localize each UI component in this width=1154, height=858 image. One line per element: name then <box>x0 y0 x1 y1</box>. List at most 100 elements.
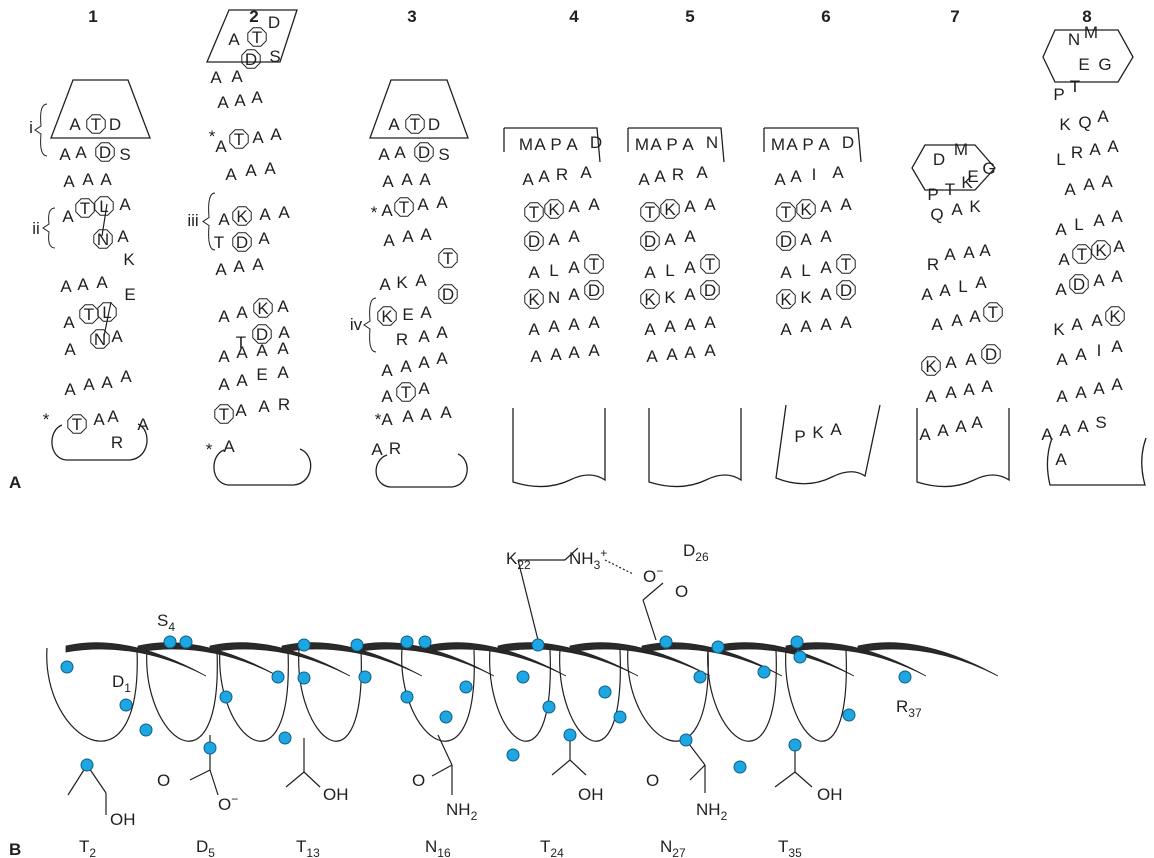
residue-A: A <box>75 143 87 162</box>
residue-A: A <box>820 285 832 304</box>
residue-label-sub: 16 <box>437 846 451 858</box>
atom-marker <box>60 660 74 674</box>
residue-M: M <box>635 135 649 154</box>
residue-A: A <box>210 68 222 87</box>
residue-L: L <box>958 277 967 296</box>
residue-A: A <box>538 167 550 186</box>
residue-A: A <box>548 317 560 336</box>
residue-A: A <box>969 307 981 326</box>
residue-A: A <box>100 170 112 189</box>
residue-D: D <box>842 133 854 152</box>
residue-G: G <box>982 159 995 178</box>
residue-T: T <box>72 415 82 434</box>
octagon-highlight <box>247 27 267 47</box>
residue-A: A <box>378 145 390 164</box>
helix-backbone-loop <box>298 647 362 742</box>
atom-marker <box>788 738 802 752</box>
residue-A: A <box>780 263 792 282</box>
residue-K: K <box>528 290 540 309</box>
residue-A: A <box>402 227 414 246</box>
residue-A: A <box>1058 250 1070 269</box>
residue-T: T <box>401 383 411 402</box>
helix-backbone-loop <box>785 647 847 742</box>
residue-N: N <box>97 230 109 249</box>
octagon-highlight <box>544 199 564 219</box>
residue-A: A <box>566 135 578 154</box>
column-number: 3 <box>407 7 416 26</box>
residue-A: A <box>381 387 393 406</box>
label-r37: R37 <box>896 697 922 720</box>
octagon-highlight <box>75 198 95 218</box>
residue-K: K <box>961 173 973 192</box>
residue-D: D <box>428 115 440 134</box>
residue-T: T <box>80 199 90 218</box>
residue-A: A <box>820 197 832 216</box>
residue-A: A <box>233 257 245 276</box>
residue-A: A <box>64 380 76 399</box>
atom-marker <box>139 723 153 737</box>
column-number: 5 <box>685 7 694 26</box>
residue-A: A <box>963 380 975 399</box>
segment-bracket <box>34 103 48 157</box>
atom-marker <box>506 748 520 762</box>
label-nh2-n27-main: NH <box>696 800 721 819</box>
octagon-highlight <box>640 231 660 251</box>
residue-P: P <box>802 135 813 154</box>
residue-R: R <box>396 330 408 349</box>
residue-label-bottom: T24 <box>540 837 564 858</box>
octagon-highlight <box>438 248 458 268</box>
helix-ribbon-segment <box>65 642 207 677</box>
label-r37-main: R <box>896 697 908 716</box>
frame-bottom-7 <box>916 408 1010 488</box>
residue-L: L <box>549 261 558 280</box>
residue-A: A <box>215 260 227 279</box>
octagon-highlight <box>241 49 261 69</box>
residue-A: A <box>921 285 933 304</box>
residue-T: T <box>214 233 224 252</box>
residue-A: A <box>417 195 429 214</box>
residue-D: D <box>268 13 280 32</box>
label-nh2-n16: NH2 <box>446 800 478 823</box>
label-nh3: NH3+ <box>569 546 607 572</box>
residue-A: A <box>381 201 393 220</box>
residue-A: A <box>588 195 600 214</box>
residue-T: T <box>84 305 94 324</box>
octagon-highlight <box>86 114 106 134</box>
column-number: 6 <box>821 7 830 26</box>
label-k22-main: K <box>506 549 518 568</box>
residue-A: A <box>696 163 708 182</box>
label-nh2-n27: NH2 <box>696 800 728 823</box>
octagon-highlight <box>524 202 544 222</box>
frame-bottom-3 <box>375 453 468 488</box>
frame-bottom-5 <box>648 408 742 488</box>
octagon-highlight <box>405 114 425 134</box>
residue-M: M <box>954 140 968 159</box>
residue-A: A <box>225 165 237 184</box>
residue-A: A <box>1075 345 1087 364</box>
residue-K: K <box>780 290 792 309</box>
octagon-highlight <box>700 254 720 274</box>
residue-A: A <box>236 303 248 322</box>
residue-label-sub: 13 <box>306 846 320 858</box>
residue-A: A <box>1093 379 1105 398</box>
residue-A: A <box>277 339 289 358</box>
residue-L: L <box>801 261 810 280</box>
segment-label-ii: ii <box>32 219 40 238</box>
residue-T: T <box>252 28 262 47</box>
residue-A: A <box>1101 172 1113 191</box>
residue-A: A <box>568 258 580 277</box>
label-r37-sub: 37 <box>908 706 922 720</box>
residue-A: A <box>228 30 240 49</box>
residue-D: D <box>236 233 248 252</box>
label-nh2-n16-main: NH <box>446 800 471 819</box>
residue-A: A <box>530 347 542 366</box>
residue-A: A <box>1111 267 1123 286</box>
side-chain-bond <box>303 771 321 788</box>
residue-A: A <box>550 345 562 364</box>
helix-ribbon-segment <box>425 642 567 677</box>
residue-K: K <box>381 307 393 326</box>
